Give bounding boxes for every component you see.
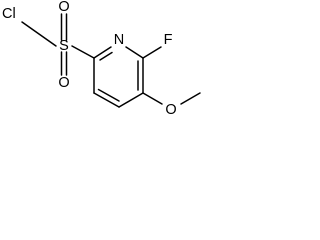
bond-layer [21, 13, 201, 108]
chemical-structure-diagram: Cl S O O N F O [2, 0, 201, 118]
bond-cl-s [21, 21, 57, 47]
bond-n1-c6 [125, 46, 144, 59]
bond-c4-c3-inner [97, 88, 120, 102]
atom-label-ring-nitrogen: N [114, 32, 124, 48]
atom-label-sulfur: S [59, 38, 69, 54]
bond-c6-f [142, 46, 162, 59]
atom-label-oxygen-top: O [58, 0, 69, 15]
atom-label-oxygen-bottom: O [58, 75, 69, 91]
atom-label-methoxy-oxygen: O [165, 102, 176, 118]
atom-label-fluorine: F [164, 32, 173, 48]
bond-o-methyl [180, 92, 201, 105]
bond-c4-c3 [93, 92, 120, 108]
bond-c2-n1 [93, 46, 112, 59]
atom-label-layer: Cl S O O N F O [2, 0, 177, 118]
atom-label-chlorine: Cl [2, 6, 16, 22]
bond-c2-n1-inner [99, 51, 113, 61]
bond-c5-o [142, 92, 163, 105]
bond-s-c2 [71, 45, 95, 59]
bond-c5-c4 [118, 92, 144, 108]
